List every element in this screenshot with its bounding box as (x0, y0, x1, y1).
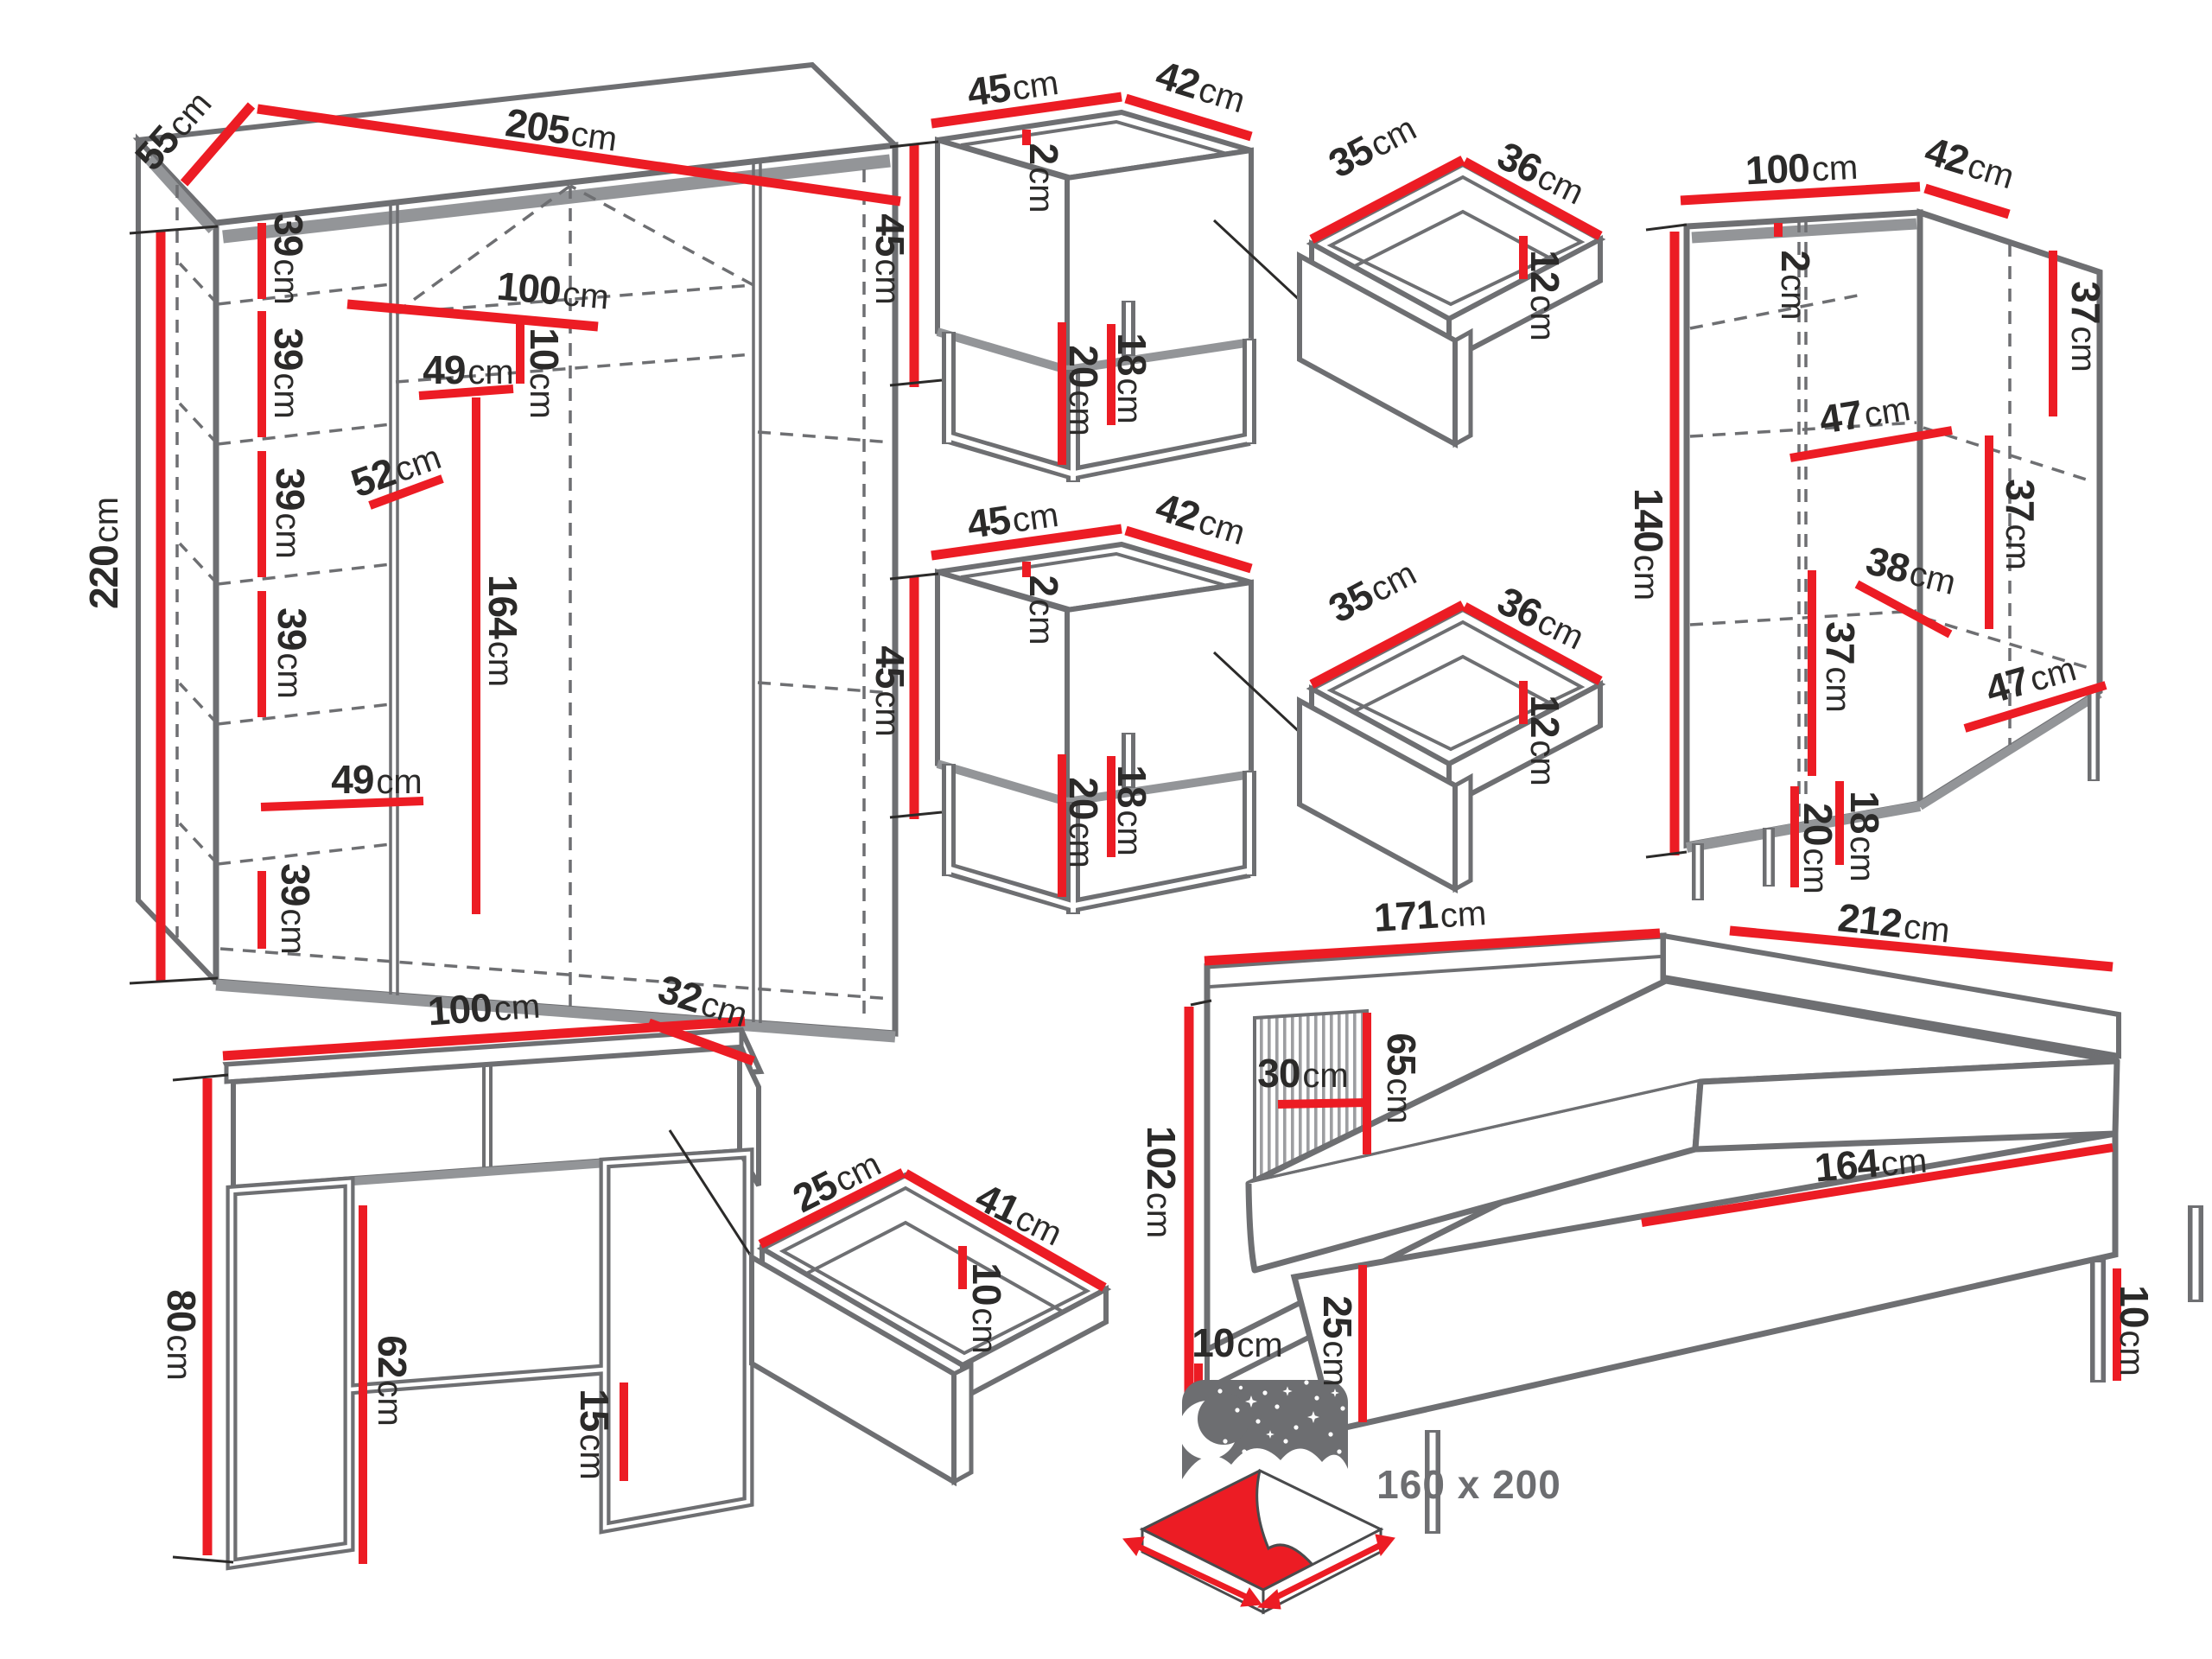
cabinet-drawing (1645, 181, 2107, 900)
size-arrows-icon (1122, 1534, 1395, 1610)
bed-drawing (1184, 925, 2203, 1534)
stars-icon (1217, 1380, 1345, 1454)
console-drawing (172, 1016, 805, 1571)
console-drawer-drawing (749, 1168, 1112, 1487)
nightstand1-drawing (889, 92, 1343, 482)
mattress-size-label: 160 x 200 (1376, 1462, 1561, 1507)
drawer2-drawing (1297, 601, 1606, 894)
wardrobe-drawing (129, 61, 901, 1043)
drawer1-drawing (1297, 156, 1606, 449)
nightstand2-drawing (889, 524, 1343, 914)
mattress-size-icon (1122, 1380, 1395, 1615)
